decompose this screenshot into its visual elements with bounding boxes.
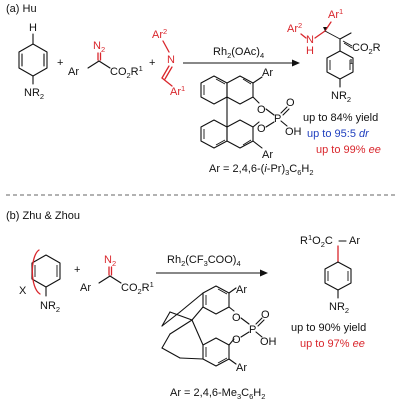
svg-text:CO2R1: CO2R1 bbox=[121, 280, 154, 296]
svg-text:N2: N2 bbox=[104, 254, 116, 268]
section-a-yield: up to 84% yield bbox=[303, 112, 378, 124]
reagent-h-atom: H bbox=[29, 22, 37, 34]
diazo-b-n2: N bbox=[104, 254, 112, 266]
product-a-ar2: Ar bbox=[287, 23, 298, 35]
catalyst-b-label: Rh bbox=[167, 254, 181, 266]
product-a-nr2: NR bbox=[331, 90, 347, 102]
cpa-b-ar-top: Ar bbox=[236, 284, 247, 296]
section-a-imine-reagent: Ar2 N Ar1 bbox=[152, 27, 185, 98]
section-a-product: Ar2 N H Ar1 CO2R 1 NR2 bbox=[287, 7, 381, 104]
product-a-h: H bbox=[306, 45, 314, 57]
product-a-ar1: Ar bbox=[328, 9, 339, 21]
imine-ar2-label: Ar bbox=[152, 29, 163, 41]
diazo-ar-label: Ar bbox=[68, 66, 79, 78]
reagent-b-x: X bbox=[19, 285, 27, 297]
product-a-n: N bbox=[306, 34, 314, 46]
product-b-nr2: NR bbox=[329, 301, 345, 313]
section-a-diazo-reagent: N2 Ar CO2R1 bbox=[68, 40, 143, 80]
cpa-b-o1: O bbox=[232, 312, 241, 324]
svg-text:Ar2: Ar2 bbox=[152, 27, 167, 41]
svg-text:NR2: NR2 bbox=[331, 90, 351, 104]
imine-ar1-label: Ar bbox=[170, 86, 181, 98]
svg-text:NR2: NR2 bbox=[24, 87, 44, 101]
section-a-label: (a) Hu bbox=[6, 3, 37, 15]
cpa-b-p: P bbox=[249, 324, 256, 336]
catalyst-a-label: Rh bbox=[213, 46, 227, 58]
section-a-reaction-arrow: Rh2(OAc)4 bbox=[183, 46, 300, 67]
svg-text:NR2: NR2 bbox=[329, 301, 349, 315]
section-a-dr: up to 95:5 dr bbox=[307, 128, 370, 140]
reagent-b-nr2: NR bbox=[40, 300, 56, 312]
product-b-ar: Ar bbox=[349, 235, 360, 247]
svg-text:Rh2(OAc)4: Rh2(OAc)4 bbox=[213, 46, 264, 60]
cpa-b-oh: OH bbox=[260, 336, 277, 348]
section-b-reaction-arrow: Rh2(CF3COO)4 bbox=[156, 254, 268, 277]
section-a-cpa-catalyst: Ar Ar O O P O OH bbox=[200, 67, 302, 161]
section-b-ar-definition: Ar = 2,4,6-Me3C6H2 bbox=[170, 387, 265, 401]
section-a-aniline-reagent: H NR2 bbox=[18, 22, 48, 101]
svg-text:Ar1: Ar1 bbox=[328, 7, 343, 21]
product-b-ester: R bbox=[300, 235, 308, 247]
section-b-cpa-catalyst: Ar Ar O O P O OH bbox=[161, 284, 277, 374]
svg-text:R1O2C: R1O2C bbox=[300, 233, 333, 249]
product-a-co2r: CO bbox=[352, 42, 369, 54]
section-a-ar-definition: Ar = 2,4,6-(i-Pr)3C6H2 bbox=[209, 163, 314, 177]
section-b-label: (b) Zhu & Zhou bbox=[6, 210, 80, 222]
product-a-locant: 1 bbox=[349, 57, 353, 66]
diazo-n2-label: N bbox=[93, 40, 101, 52]
cpa-b-ar-bottom: Ar bbox=[236, 362, 247, 374]
plus-sign-b: + bbox=[74, 264, 80, 276]
cpa-a-p: P bbox=[274, 113, 281, 125]
cpa-a-ar-bottom: Ar bbox=[262, 149, 273, 161]
cpa-a-o1: O bbox=[257, 104, 266, 116]
svg-text:Rh2(CF3COO)4: Rh2(CF3COO)4 bbox=[167, 254, 241, 268]
section-a-ee: up to 99% ee bbox=[316, 144, 381, 156]
section-b-product: R1O2C Ar NR2 bbox=[300, 233, 360, 315]
section-b-ee: up to 97% ee bbox=[300, 338, 365, 350]
imine-n-label: N bbox=[167, 54, 175, 66]
svg-text:N2: N2 bbox=[93, 40, 105, 54]
section-b-yield: up to 90% yield bbox=[291, 322, 366, 334]
reagent-nr2-label: NR bbox=[24, 87, 40, 99]
svg-text:Ar2: Ar2 bbox=[287, 21, 302, 35]
section-b-diazo-reagent: N2 Ar CO2R1 bbox=[80, 254, 154, 296]
cpa-a-o2: O bbox=[257, 123, 266, 135]
svg-text:Ar1: Ar1 bbox=[170, 84, 185, 98]
plus-sign-1: + bbox=[57, 57, 63, 69]
svg-text:NR2: NR2 bbox=[40, 300, 60, 314]
cpa-a-oh: OH bbox=[285, 126, 302, 138]
diazo-co2r1-label: CO bbox=[110, 66, 127, 78]
svg-text:CO2R1: CO2R1 bbox=[110, 64, 143, 80]
plus-sign-2: + bbox=[149, 57, 155, 69]
cpa-b-o2: O bbox=[232, 334, 241, 346]
diazo-b-ar: Ar bbox=[80, 282, 91, 294]
section-b-aniline-reagent: X NR2 bbox=[19, 249, 61, 314]
diazo-b-co2r1: CO bbox=[121, 282, 138, 294]
cpa-a-o-double: O bbox=[286, 97, 295, 109]
cpa-b-o-double: O bbox=[261, 309, 270, 321]
cpa-a-ar-top: Ar bbox=[262, 67, 273, 79]
svg-text:CO2R: CO2R bbox=[352, 42, 381, 56]
